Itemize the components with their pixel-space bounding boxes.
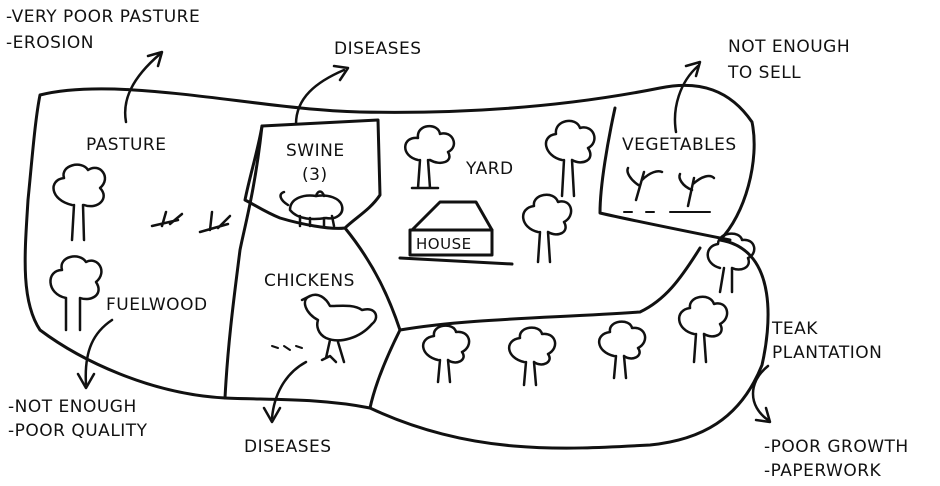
tree-icon [423, 326, 469, 382]
vegetables-problem-line2: TO SELL [728, 62, 801, 84]
pasture-problem-1: -VERY POOR PASTURE [6, 6, 200, 28]
tree-icon [599, 322, 645, 378]
vegetables-plot-boundary [600, 108, 730, 240]
grass-tuft-icon [152, 212, 230, 232]
fuelwood-label: FUELWOOD [106, 294, 208, 316]
tree-icon [679, 297, 727, 362]
swine-label: SWINE [286, 140, 345, 162]
tree-icon [546, 121, 594, 196]
tree-icon [523, 195, 571, 262]
pasture-label: PASTURE [86, 134, 166, 156]
teak-problem-1: -POOR GROWTH [764, 436, 909, 458]
chickens-label: CHICKENS [264, 270, 355, 292]
tree-icon [405, 126, 454, 188]
house-label: HOUSE [416, 233, 472, 255]
tree-icon [50, 256, 101, 330]
chickens-problem: DISEASES [244, 436, 332, 458]
yard-label: YARD [466, 158, 514, 180]
fuelwood-problem-2: -POOR QUALITY [8, 420, 148, 442]
swine-count: (3) [302, 164, 328, 186]
vegetable-sprout-icon [624, 168, 714, 212]
fuelwood-problem-1: -NOT ENOUGH [8, 396, 137, 418]
arrow-icon [296, 66, 348, 124]
arrow-icon [675, 62, 700, 132]
vegetables-label: VEGETABLES [622, 134, 737, 156]
tree-icon [509, 328, 555, 385]
vegetables-problem-line1: NOT ENOUGH [728, 36, 850, 58]
arrow-icon [264, 362, 306, 422]
teak-problem-2: -PAPERWORK [764, 460, 881, 482]
teak-label-line1: TEAK [772, 318, 818, 340]
tree-icon [54, 165, 105, 240]
swine-problem: DISEASES [334, 38, 422, 60]
arrow-icon [753, 366, 770, 422]
arrow-icon [78, 320, 112, 388]
pasture-problem-2: -EROSION [6, 32, 94, 54]
arrow-icon [125, 52, 162, 122]
chicken-icon [272, 295, 376, 362]
divider-chickens-west [225, 126, 262, 398]
teak-label-line2: PLANTATION [772, 342, 882, 364]
